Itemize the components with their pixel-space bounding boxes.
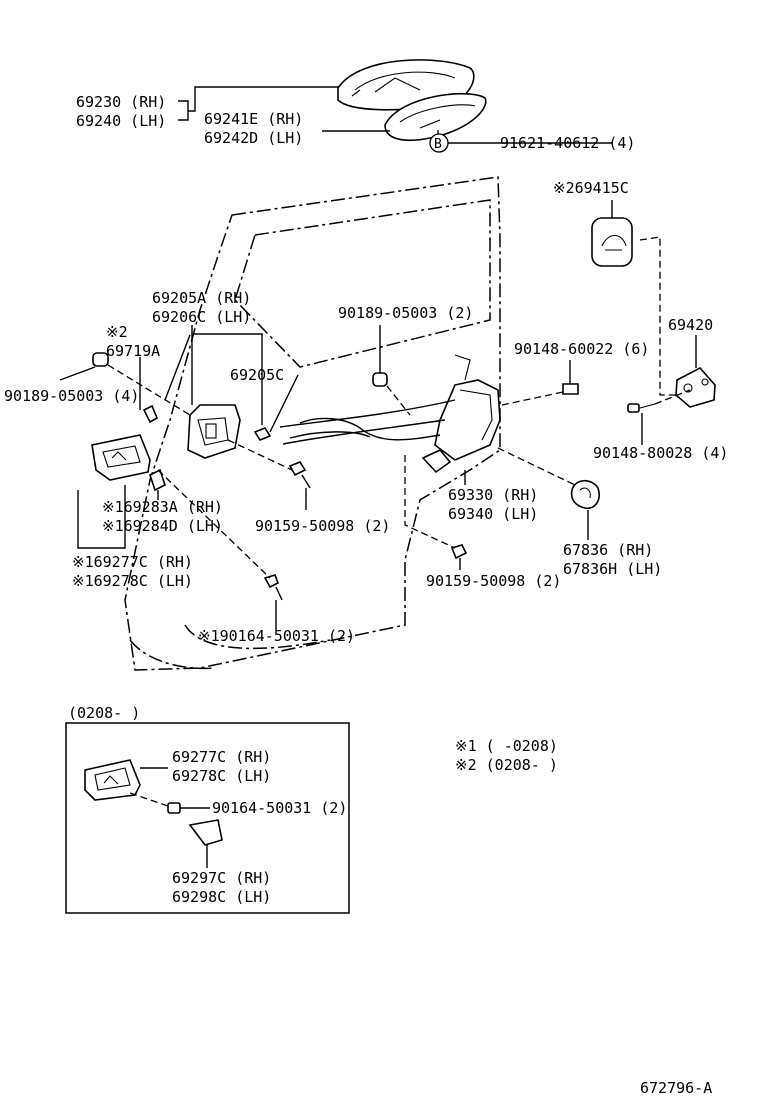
label-69283: ※169283A (RH)※169284D (LH) [102,498,223,535]
part-label-line: 90164-50031 (2) [212,799,347,817]
part-label-line: 90159-50098 (2) [255,517,390,535]
inset-box [65,722,350,914]
label-69241: 69241E (RH)69242D (LH) [204,110,303,147]
label-90159b: 90159-50098 (2) [426,572,561,590]
part-label-line: 69240 (LH) [76,112,166,130]
part-label-line: 69205C [230,366,284,384]
label-69277-box: 69277C (RH)69278C (LH) [172,748,271,785]
label-67836: 67836 (RH)67836H (LH) [563,541,662,578]
part-label-line: 67836 (RH) [563,541,653,559]
b-callout-icon [429,133,449,153]
part-label-line: ※169283A (RH) [102,498,223,516]
cover-cap-69283a [149,468,166,500]
part-label-line: 69297C (RH) [172,869,271,887]
label-91621: 91621-40612 (4) [500,134,635,152]
part-label-line: ※269415C [553,179,629,197]
label-69205c: 69205C [230,366,284,384]
screw-90148-a [501,360,579,406]
part-label-line: 90189-05003 (2) [338,304,473,322]
door-striker [627,335,716,445]
part-label-line: 90159-50098 (2) [426,572,561,590]
label-90189-top: 90189-05003 (2) [338,304,473,322]
leader-lines-top [178,86,612,144]
label-90164-box: 90164-50031 (2) [212,799,347,817]
label-69330: 69330 (RH)69340 (LH) [448,486,538,523]
label-90164-top: ※190164-50031 (2) [198,627,355,645]
part-label-line: 69242D (LH) [204,129,303,147]
part-label-line: 69340 (LH) [448,505,538,523]
part-label-line: B [434,137,442,152]
part-label-line: 91621-40612 (4) [500,134,635,152]
inset-screw [129,792,210,814]
part-label-line: 90148-60022 (6) [514,340,649,358]
diagram-code: 672796-A [640,1079,712,1097]
label-90189-left: 90189-05003 (4) [4,387,139,405]
part-label-line: 69205A (RH) [152,289,251,307]
part-label-line: 69420 [668,316,713,334]
screw-90159-b [404,455,468,570]
nut-left [59,352,191,416]
label-inset-range: (0208- ) [68,704,140,722]
inner-handle-bezel [77,434,151,549]
screw-90159-a [227,439,311,510]
small-screw-69205c [253,374,299,441]
grommet-67836 [497,447,600,540]
part-label-line: 90189-05003 (4) [4,387,139,405]
part-label-line: 69206C (LH) [152,308,251,326]
part-label-line: 69719A [106,342,160,360]
inside-handle-assy [164,325,263,459]
inset-cover [188,819,223,868]
label-69230: 69230 (RH)69240 (LH) [76,93,166,130]
label-69420: 69420 [668,316,713,334]
label-90148b: 90148-80028 (4) [593,444,728,462]
part-label-line: ※169277C (RH) [72,553,193,571]
part-label-line: ※1 ( -0208) [455,737,558,755]
part-label-line: ※169278C (LH) [72,572,193,590]
part-label-line: 69330 (RH) [448,486,538,504]
label-69297: 69297C (RH)69298C (LH) [172,869,271,906]
part-label-line: 69277C (RH) [172,748,271,766]
striker-cover [591,200,690,396]
part-label-line: ※2 (0208- ) [455,756,558,774]
label-69277-top: ※169277C (RH)※169278C (LH) [72,553,193,590]
part-label-line: ※2 [106,323,128,341]
label-notes: ※1 ( -0208)※2 (0208- ) [455,737,558,774]
part-label-line: 69241E (RH) [204,110,303,128]
label-69415: ※269415C [553,179,629,197]
part-label-line: 90148-80028 (4) [593,444,728,462]
part-label-line: 69298C (LH) [172,888,271,906]
door-lock-assy [279,354,501,485]
part-label-line: 69230 (RH) [76,93,166,111]
label-69205a: 69205A (RH)69206C (LH) [152,289,251,326]
nut-90189-top [372,325,411,416]
labels: 69230 (RH)69240 (LH) 69241E (RH)69242D (… [4,93,728,1097]
inset-bezel [84,759,168,801]
part-label-line: 67836H (LH) [563,560,662,578]
handle-pad [384,92,487,141]
part-label-line: (0208- ) [68,704,140,722]
clip-69719a [139,357,159,424]
label-90159a: 90159-50098 (2) [255,517,390,535]
label-90148a: 90148-60022 (6) [514,340,649,358]
screw-90164-top [157,469,283,630]
door-outline [124,176,501,671]
part-label-line: ※190164-50031 (2) [198,627,355,645]
part-label-line: 69278C (LH) [172,767,271,785]
part-label-line: ※169284D (LH) [102,517,223,535]
label-b: B [434,137,442,152]
